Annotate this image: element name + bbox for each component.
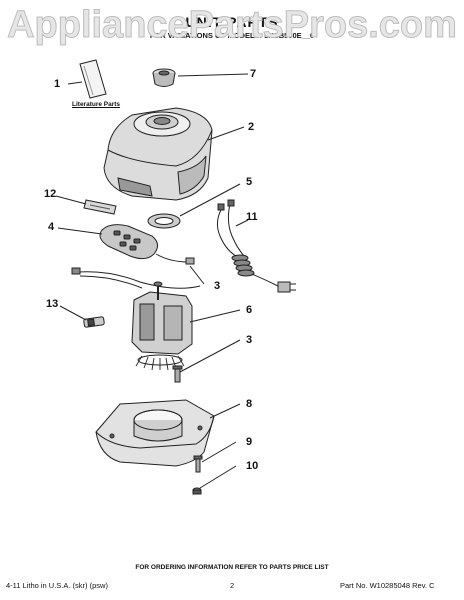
part-10-foot-drawing [192,487,202,495]
part-12-badge-drawing [83,199,117,215]
literature-parts-drawing [79,59,107,99]
part-3-wire-harness-drawing [71,267,201,289]
footer-print-info: 4-11 Litho in U.S.A. (skr) (psw) [6,581,108,590]
page-title: UNIT PARTS [185,14,279,30]
callout-6: 6 [246,304,253,316]
callout-2: 2 [248,121,255,133]
callout-3b: 3 [246,334,253,346]
callout-12: 12 [44,188,57,200]
callout-1: 1 [54,78,61,90]
callout-9: 9 [246,436,253,448]
ordering-note: FOR ORDERING INFORMATION REFER TO PARTS … [135,564,329,571]
part-4-control-pad-drawing [99,224,195,265]
part-6-motor-drawing [131,281,193,371]
callout-13: 13 [46,298,59,310]
part-11-power-cord-drawing [216,199,296,293]
page-subtitle: FOR VARIATIONS OF MODELS: 5KSB560E__0 [149,31,315,40]
callout-7: 7 [250,68,257,80]
part-3-screw-drawing [172,365,183,383]
callout-8: 8 [246,398,253,410]
leader-lines [55,73,249,489]
part-8-base-drawing [95,399,215,467]
footer-page-number: 2 [230,581,235,590]
literature-parts-label: Literature Parts [72,101,121,108]
footer-part-number: Part No. W10285048 Rev. C [340,581,435,590]
callout-10: 10 [246,460,259,472]
part-7-coupler-drawing [152,68,176,87]
part-13-connector-drawing [83,316,105,328]
callout-3: 3 [214,280,221,292]
part-2-housing-drawing [103,107,213,201]
part-5-gasket-drawing [147,213,181,229]
part-9-screw-drawing [193,455,203,473]
callout-11: 11 [246,211,258,223]
watermark: AppliancePartsPros.com [7,4,458,47]
callout-5: 5 [246,176,253,188]
callout-4: 4 [48,221,55,233]
